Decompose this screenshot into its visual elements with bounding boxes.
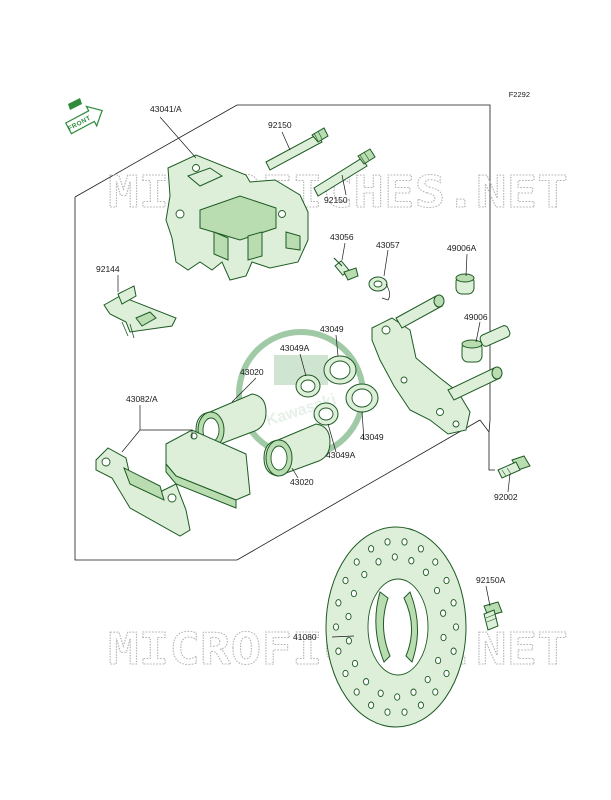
piston-seal-43049-upper[interactable] [323, 355, 357, 385]
boot-49006[interactable] [461, 324, 511, 363]
disc-vent-hole [345, 637, 352, 645]
label-boot-a: 49006A [447, 243, 477, 253]
part-labels: 43041/A 92150 92150 92144 43056 43057 49… [96, 104, 518, 642]
disc-vent-hole [332, 623, 340, 631]
label-seal-top: 43049 [320, 324, 344, 334]
disc-vent-hole [443, 576, 450, 585]
frame-bolt-connector [488, 432, 495, 471]
disc-vent-hole [440, 633, 447, 642]
brake-disc-41080[interactable] [325, 526, 467, 728]
disc-vent-hole [342, 669, 349, 678]
disc-vent-hole [443, 669, 450, 678]
disc-vent-hole [410, 688, 417, 696]
disc-vent-hole [353, 688, 360, 696]
disc-vent-hole [342, 576, 349, 585]
disc-vent-hole [384, 708, 391, 716]
disc-vent-hole [450, 647, 457, 655]
disc-vent-hole [350, 589, 357, 598]
bleeder-cap-43057[interactable] [368, 276, 390, 301]
label-pin-a: 92150 [268, 120, 292, 130]
dust-seal-43049A-upper[interactable] [295, 374, 321, 398]
disc-vent-hole [440, 609, 447, 617]
caliper-bracket[interactable] [371, 294, 503, 435]
disc-vent-hole [345, 612, 352, 621]
disc-vent-hole [363, 678, 370, 686]
label-pads: 43082/A [126, 394, 158, 404]
label-seal-bottom: 43049 [360, 432, 384, 442]
front-arrow-tail [68, 98, 82, 110]
dust-seal-43049A-lower[interactable] [313, 402, 339, 426]
leader-lines [117, 116, 511, 638]
disc-vent-hole [408, 557, 415, 565]
disc-vent-hole [401, 538, 408, 546]
disc-vent-hole [417, 545, 424, 553]
boot-49006A[interactable] [455, 273, 475, 295]
pin-92150-lower[interactable] [313, 148, 376, 197]
label-disc-bolt: 92150A [476, 575, 506, 585]
label-bleeder: 43056 [330, 232, 354, 242]
pin-92150-upper[interactable] [265, 127, 329, 171]
label-bleeder-cap: 43057 [376, 240, 400, 250]
label-spring: 92144 [96, 264, 120, 274]
label-caliper: 43041/A [150, 104, 182, 114]
bracket-bolt-92002[interactable] [497, 455, 531, 479]
disc-vent-hole [432, 558, 439, 566]
caliper-body[interactable] [165, 154, 309, 281]
disc-vent-hole [432, 688, 439, 696]
disc-vent-hole [450, 599, 457, 607]
assembly-frame [74, 104, 491, 433]
label-seal-top-a: 43049A [280, 343, 310, 353]
brake-pad-inner[interactable] [165, 429, 251, 509]
disc-vent-hole [335, 599, 342, 607]
disc-vent-hole [391, 553, 398, 561]
diagram-ref: F2292 [509, 90, 530, 99]
disc-vent-hole [433, 586, 441, 595]
piston-seal-43049-lower[interactable] [345, 383, 379, 413]
label-piston-b: 43020 [290, 477, 314, 487]
disc-vent-hole [375, 558, 382, 566]
frame-joint [479, 419, 490, 433]
disc-vent-hole [351, 659, 359, 668]
disc-vent-hole [435, 656, 442, 665]
disc-bolt-92150A[interactable] [483, 601, 503, 631]
label-bolt: 92002 [494, 492, 518, 502]
disc-vent-hole [394, 693, 401, 701]
label-seal-bottom-a: 43049A [326, 450, 356, 460]
disc-vent-hole [424, 675, 431, 684]
disc-vent-hole [452, 623, 460, 631]
label-disc: 41080 [293, 632, 317, 642]
pad-spring-92144[interactable] [103, 285, 177, 339]
disc-vent-hole [377, 689, 384, 697]
disc-vent-hole [422, 568, 429, 576]
disc-vent-hole [353, 558, 360, 566]
disc-vent-hole [384, 538, 391, 546]
label-pin-b: 92150 [324, 195, 348, 205]
bleeder-valve-43056[interactable] [333, 257, 359, 281]
disc-vent-hole [335, 647, 342, 655]
disc-vent-hole [361, 570, 368, 579]
disc-vent-hole [368, 545, 375, 553]
piston-43020-lower[interactable] [263, 423, 331, 477]
label-piston-a: 43020 [240, 367, 264, 377]
disc-vent-hole [417, 701, 424, 709]
label-boot-b: 49006 [464, 312, 488, 322]
assembly-frame-lower [74, 197, 481, 561]
disc-vent-hole [368, 701, 375, 709]
brake-pad-outer[interactable] [95, 447, 191, 537]
disc-vent-hole [401, 708, 408, 716]
